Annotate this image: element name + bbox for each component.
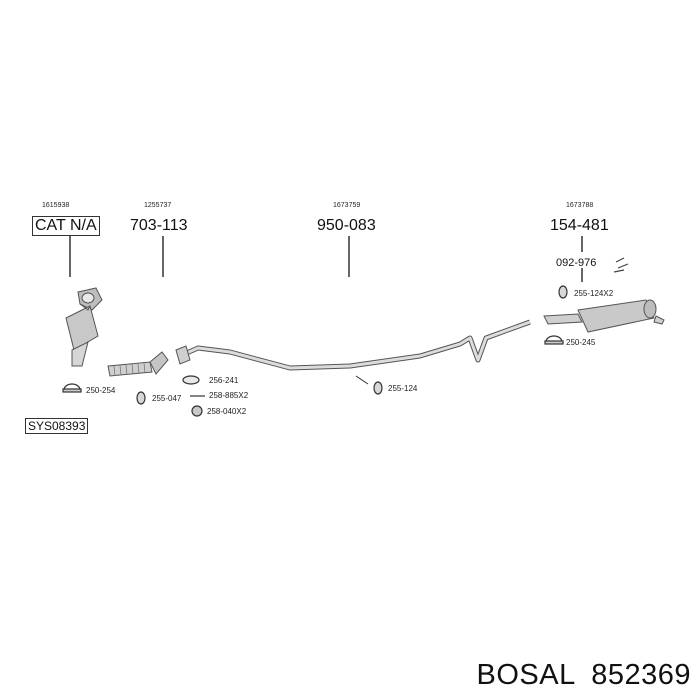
part-label-255-047: 255-047 xyxy=(152,394,182,403)
part-label-256-241: 256-241 xyxy=(209,376,239,385)
system-code: SYS08393 xyxy=(25,418,89,434)
rear-muffler xyxy=(543,299,665,333)
catalytic-converter xyxy=(65,287,103,367)
clamp-icon-250-245 xyxy=(545,335,563,343)
ring-icon-255-047 xyxy=(136,391,146,405)
group-code-front-pipe: 1255737 xyxy=(144,202,172,209)
gasket-icon-256-241 xyxy=(182,375,200,385)
group-number-middle-pipe: 950-083 xyxy=(317,217,376,234)
hanger-icon-255-124 xyxy=(373,381,383,395)
catalog-number: 852369 xyxy=(591,659,691,691)
group-code-cat: 1615938 xyxy=(42,202,70,209)
part-label-255-124x2: 255-124X2 xyxy=(574,289,614,298)
group-code-middle-pipe: 1673759 xyxy=(333,202,361,209)
part-label-250-245: 250-245 xyxy=(566,338,596,347)
pointer-line-255-124 xyxy=(355,375,369,385)
part-label-250-254: 250-254 xyxy=(86,386,116,395)
group-number-cat: CAT N/A xyxy=(32,216,100,236)
part-label-258-885x2: 258-885X2 xyxy=(209,391,249,400)
front-pipe xyxy=(107,351,169,377)
nut-icon-258-040x2 xyxy=(191,405,203,417)
part-label-255-124: 255-124 xyxy=(388,384,418,393)
bolt-icon-092-976 xyxy=(613,257,629,273)
hanger-icon-255-124x2 xyxy=(558,285,568,299)
group-code-rear-muffler: 1673788 xyxy=(566,202,594,209)
footer-brand-number: BOSAL 852369 xyxy=(477,659,691,692)
part-label-258-040x2: 258-040X2 xyxy=(207,407,247,416)
group-number-rear-muffler: 154-481 xyxy=(550,217,609,234)
group-number-front-pipe: 703-113 xyxy=(130,217,188,234)
part-label-092-976: 092-976 xyxy=(556,257,597,269)
brand-name: BOSAL xyxy=(476,659,575,691)
clamp-icon-250-254 xyxy=(63,383,81,391)
flange xyxy=(175,345,191,365)
